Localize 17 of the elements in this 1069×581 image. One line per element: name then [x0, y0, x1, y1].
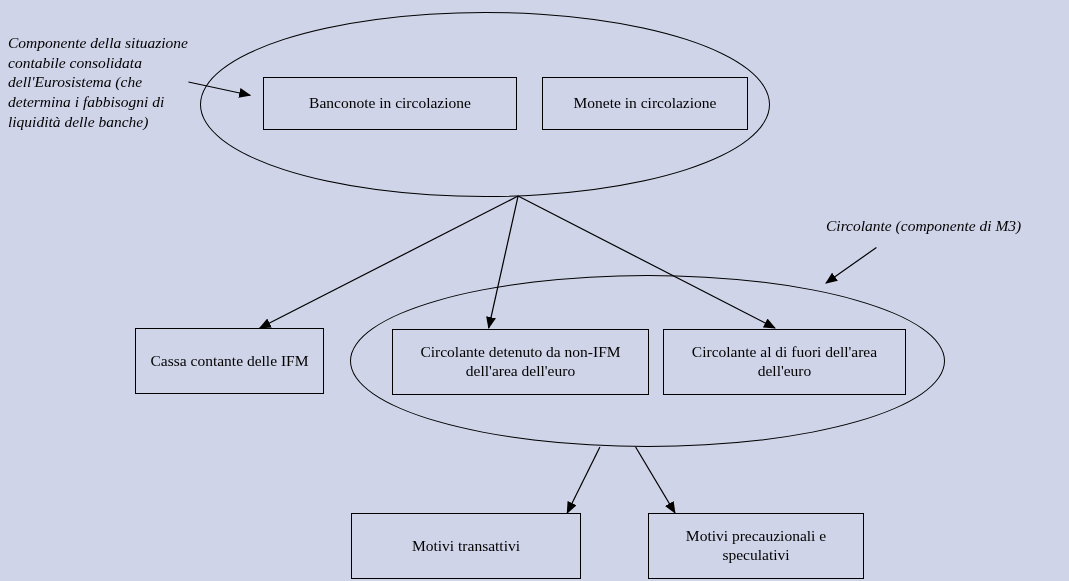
process-box: Motivi precauzionali e speculativi — [648, 513, 864, 579]
arrow — [258, 195, 519, 329]
process-box: Banconote in circolazione — [263, 77, 517, 130]
process-box: Monete in circolazione — [542, 77, 748, 130]
annotation-text: Circolante (componente di M3) — [826, 216, 1066, 237]
process-box: Cassa contante delle IFM — [135, 328, 324, 394]
process-box: Circolante detenuto da non-IFM dell'area dell'euro — [392, 329, 649, 395]
arrow — [566, 446, 601, 514]
process-box: Motivi transattivi — [351, 513, 581, 579]
process-box: Circolante al di fuori dell'area dell'euro — [663, 329, 906, 395]
arrow — [486, 195, 519, 329]
leader-arrow — [187, 81, 252, 98]
annotation-text: Componente della situazione contabile consolidata dell'Eurosistema (che determina i fabbisogni di liquidità delle banche) — [8, 33, 202, 147]
arrow — [635, 446, 676, 514]
arrow — [517, 195, 776, 329]
oval-group — [200, 12, 770, 197]
leader-arrow — [825, 246, 877, 284]
